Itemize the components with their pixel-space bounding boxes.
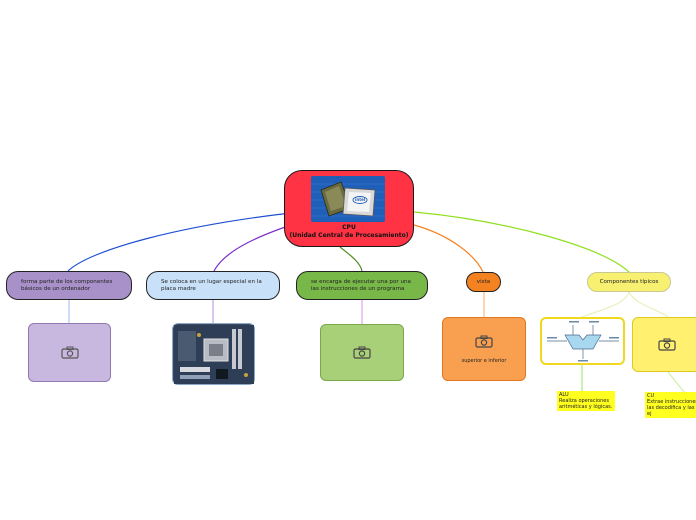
topic-motherboard-label: Se coloca en un lugar especial en la pla…	[161, 278, 262, 292]
image-card-alu-diagram[interactable]	[540, 317, 625, 365]
camera-icon	[658, 338, 676, 351]
topic-typical-components-label: Componentes típicos	[599, 278, 659, 285]
camera-icon	[475, 335, 493, 348]
central-title: CPU (Unidad Central de Procesamiento)	[284, 224, 414, 240]
image-card-cu[interactable]	[632, 317, 696, 372]
topic-instructions[interactable]: se encarga de ejecutar una por una las i…	[296, 271, 428, 300]
central-title-line2: (Unidad Central de Procesamiento)	[289, 232, 409, 239]
topic-motherboard[interactable]: Se coloca en un lugar especial en la pla…	[146, 271, 280, 300]
topic-vista-label: vista	[476, 278, 491, 285]
subtopic-alu[interactable]: ALU Realiza operaciones aritméticas y ló…	[557, 391, 615, 411]
alu-diagram-image	[546, 321, 619, 362]
motherboard-image	[173, 324, 254, 384]
image-card-components[interactable]	[28, 323, 111, 382]
link-topic3	[339, 246, 363, 272]
topic-typical-components[interactable]: Componentes típicos	[587, 272, 671, 292]
camera-icon	[353, 346, 371, 359]
topic-instructions-label: se encarga de ejecutar una por una las i…	[311, 278, 411, 292]
link-topic1	[67, 211, 301, 272]
topic-components[interactable]: forma parte de los componentes básicos d…	[6, 271, 132, 300]
link-topic4	[413, 224, 484, 273]
vista-caption: superior e inferior	[461, 357, 507, 364]
link-card5	[581, 291, 630, 318]
link-topic5	[413, 211, 630, 273]
subtopic-cu[interactable]: CU Extrae instrucciones las decodifica y…	[645, 392, 696, 418]
link-card6	[628, 291, 669, 318]
camera-icon	[60, 346, 79, 359]
image-card-vista[interactable]: superior e inferior	[442, 317, 526, 381]
link-sub2	[667, 371, 685, 393]
topic-components-label: forma parte de los componentes básicos d…	[21, 278, 113, 292]
central-title-line1: CPU	[342, 224, 356, 231]
cpu-image: intel	[311, 176, 385, 222]
image-card-motherboard[interactable]	[172, 323, 255, 385]
image-card-instructions[interactable]	[320, 324, 404, 381]
topic-vista[interactable]: vista	[466, 272, 501, 292]
chip-label: intel	[355, 197, 366, 202]
